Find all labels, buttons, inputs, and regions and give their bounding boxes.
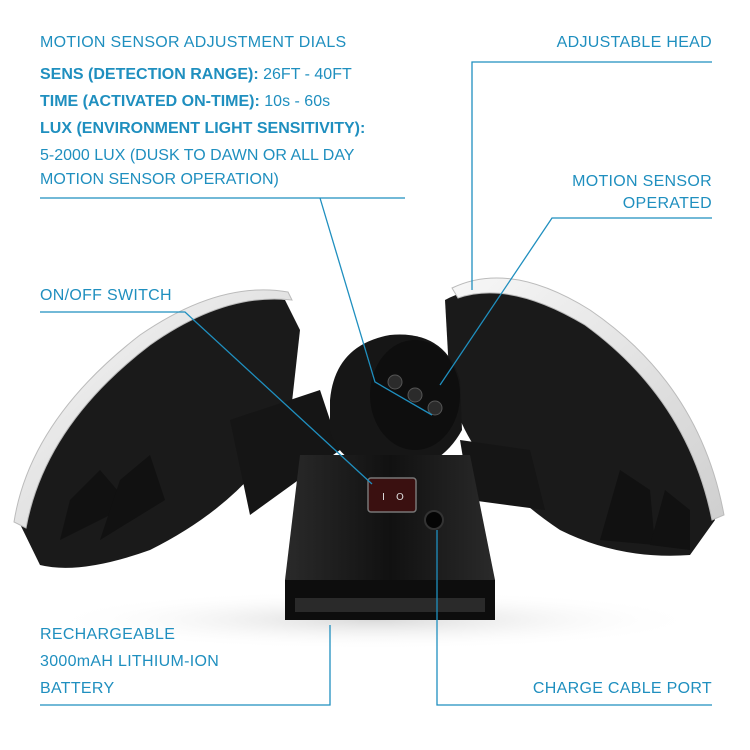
lux-line-2: MOTION SENSOR OPERATION) — [40, 171, 279, 188]
callout-motion-sensor — [439, 217, 712, 386]
callout-onoff-switch — [40, 311, 373, 485]
time-dial-icon — [407, 387, 423, 403]
motion-sensor-label-2: OPERATED — [622, 195, 712, 212]
svg-text:O: O — [396, 492, 404, 503]
lux-dial-icon — [427, 400, 443, 416]
callout-battery — [40, 625, 331, 706]
motion-sensor-label-1: MOTION SENSOR — [572, 173, 712, 190]
time-key: TIME (ACTIVATED ON-TIME): — [40, 93, 260, 110]
right-light-head — [445, 277, 725, 556]
sensor-head — [330, 334, 462, 470]
onoff-switch-label: ON/OFF SWITCH — [40, 287, 172, 304]
sens-key: SENS (DETECTION RANGE): — [40, 66, 259, 83]
callout-lines — [40, 61, 712, 706]
lux-key: LUX (ENVIRONMENT LIGHT SENSITIVITY): — [40, 120, 366, 137]
battery-label-1: RECHARGEABLE — [40, 626, 176, 643]
sens-value: 26FT - 40FT — [258, 66, 352, 83]
lux-line-1: 5-2000 LUX (DUSK TO DAWN OR ALL DAY — [40, 147, 355, 164]
battery-base: I O — [285, 455, 495, 620]
sens-spec: SENS (DETECTION RANGE): 26FT - 40FT — [40, 65, 352, 85]
battery-label-2: 3000mAH LITHIUM-ION — [40, 653, 220, 670]
svg-text:I: I — [382, 492, 385, 503]
sens-dial-icon — [387, 374, 403, 390]
callout-dials-pointer — [319, 197, 433, 416]
onoff-switch-icon — [367, 477, 417, 513]
adjustable-head-label: ADJUSTABLE HEAD — [556, 34, 712, 51]
right-arm — [460, 440, 545, 510]
dials-title: MOTION SENSOR ADJUSTMENT DIALS — [40, 34, 347, 51]
charge-port-icon — [424, 510, 444, 530]
time-spec: TIME (ACTIVATED ON-TIME): 10s - 60s — [40, 92, 330, 112]
left-light-head — [13, 289, 300, 568]
callout-charge-port — [436, 530, 712, 706]
left-arm — [230, 390, 340, 515]
callout-adjustable-head — [471, 61, 712, 290]
time-value: 10s - 60s — [259, 93, 331, 110]
charge-port-label: CHARGE CABLE PORT — [532, 680, 712, 697]
lux-spec: LUX (ENVIRONMENT LIGHT SENSITIVITY): — [40, 119, 365, 139]
battery-label-3: BATTERY — [40, 680, 115, 697]
